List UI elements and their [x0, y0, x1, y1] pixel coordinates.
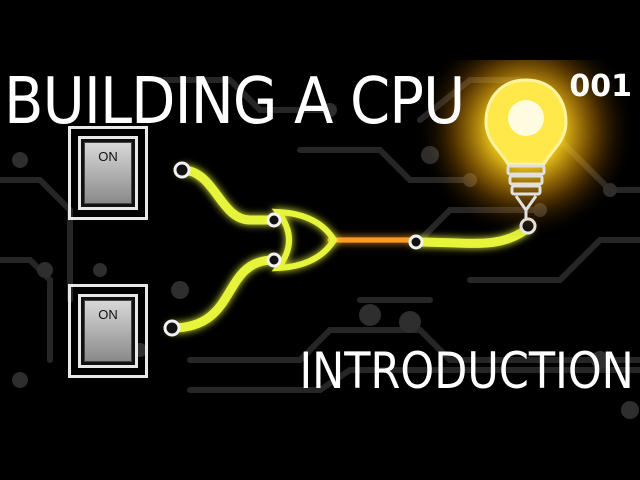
switch-on-label: ON: [98, 149, 118, 164]
video-title: BUILDING A CPU: [4, 65, 465, 139]
switch-frame-outer: [68, 284, 148, 378]
toggle-switch-icon: ON: [84, 300, 132, 362]
wire-top-input: [177, 165, 279, 225]
bottom-toggle-switch: ON: [68, 284, 148, 378]
circuit-illustration: [0, 60, 640, 419]
video-subtitle: INTRODUCTION: [299, 342, 634, 400]
or-gate-icon: [271, 208, 338, 272]
wire-bottom-input: [167, 255, 279, 333]
toggle-switch-icon: ON: [84, 142, 132, 204]
switch-frame-outer: [68, 126, 148, 220]
light-bulb-icon: [416, 60, 636, 240]
switch-on-label: ON: [98, 307, 118, 322]
episode-number: 001: [569, 69, 632, 104]
top-toggle-switch: ON: [68, 126, 148, 220]
